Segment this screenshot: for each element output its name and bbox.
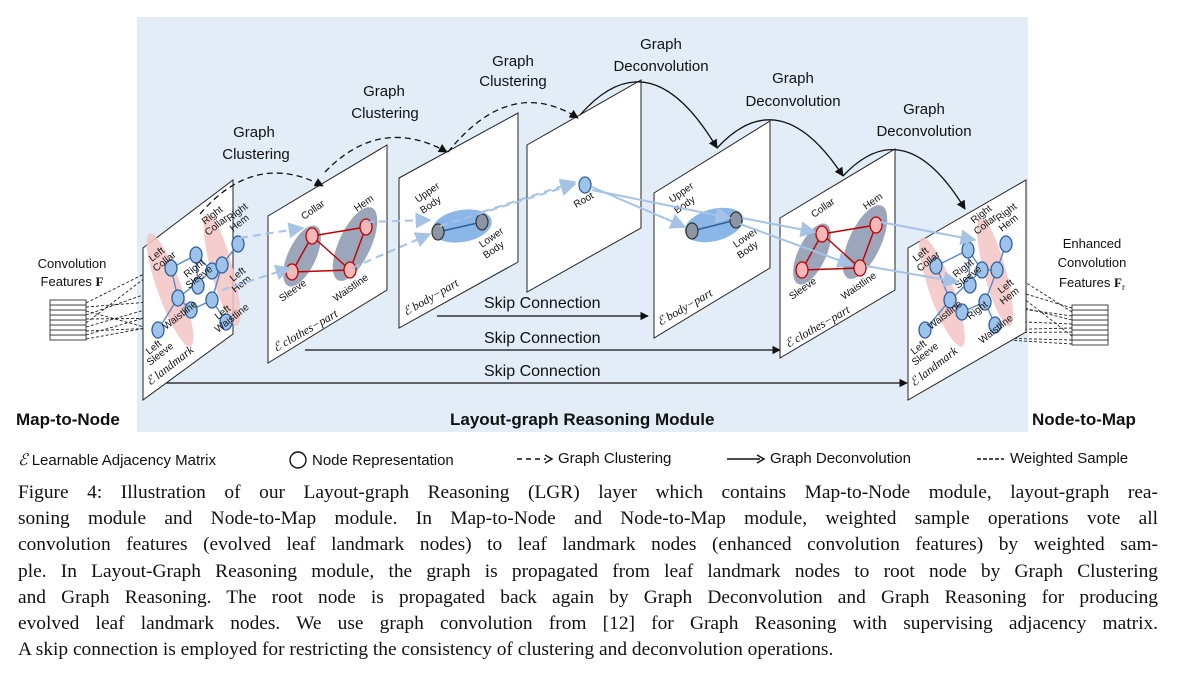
svg-text:Clustering: Clustering — [222, 146, 290, 163]
skip-connection-label-3: Skip Connection — [484, 363, 601, 380]
svg-text:Clustering: Clustering — [479, 73, 547, 90]
propagation-arrows — [221, 178, 977, 291]
svg-text:Graph: Graph — [233, 124, 275, 141]
caption-line-7: A skip connection is employed for restri… — [18, 639, 834, 661]
panel-root: Root — [526, 79, 642, 293]
enh-features-line2: Convolution — [1058, 255, 1127, 270]
panel-landmark-left: Left Collar Right Collar Right Hem Right… — [142, 178, 253, 401]
svg-text:Deconvolution: Deconvolution — [613, 58, 708, 75]
caption-line-3: convolution features (evolved leaf landm… — [18, 534, 1158, 556]
svg-text:Graph: Graph — [363, 83, 405, 100]
figure-caption: Figure 4: Illustration of our Layout-gra… — [18, 480, 1158, 663]
legend-deconvolution: Graph Deconvolution — [726, 450, 911, 467]
dashed-arrow-icon — [517, 453, 554, 464]
skip-connection-label-2: Skip Connection — [484, 330, 601, 347]
legend-node: Node Representation — [288, 450, 454, 470]
svg-text:Graph: Graph — [640, 36, 682, 53]
legend-clustering: Graph Clustering — [516, 450, 671, 467]
convolution-features-stack — [49, 299, 87, 341]
caption-line-6: evolved leaf landmark nodes. We use grap… — [18, 613, 1158, 635]
graph-clustering-arcs — [199, 102, 579, 215]
map-to-node-title: Map-to-Node — [16, 410, 120, 429]
caption-line-2: soning module and Node-to-Map module. In… — [18, 508, 1158, 530]
enhanced-features-stack — [1071, 304, 1109, 346]
conv-features-line1: Convolution — [38, 256, 107, 271]
node-circle-icon — [289, 451, 307, 469]
panel-clothes-part-right: Collar Hem Sleeve Waistline ℰ clothes−pa… — [779, 148, 896, 359]
legend-weighted: Weighted Sample — [976, 450, 1128, 467]
lgr-diagram: Map-to-Node Layout-graph Reasoning Modul… — [16, 17, 1136, 432]
solid-arrow-icon — [727, 453, 766, 464]
legend-adjacency: ℰ Learnable Adjacency Matrix — [18, 451, 216, 470]
node-to-map-title: Node-to-Map — [1032, 410, 1136, 429]
operation-labels: Graph Clustering Graph Clustering Graph … — [222, 36, 971, 163]
svg-text:Graph: Graph — [903, 101, 945, 118]
svg-text:Clustering: Clustering — [351, 105, 419, 122]
conv-features-line2: Features F — [41, 274, 104, 289]
enh-features-line1: Enhanced — [1063, 236, 1122, 251]
skip-connections — [165, 311, 908, 388]
panel-landmark-right: Left Collar Right Collar Right Hem Right… — [907, 179, 1027, 401]
reasoning-module-title: Layout-graph Reasoning Module — [450, 410, 714, 429]
caption-line-5: and Graph Reasoning. The root node is pr… — [18, 586, 1158, 608]
graph-deconvolution-arcs — [579, 81, 966, 210]
caption-line-4: ple. In Layout-Graph Reasoning module, t… — [18, 560, 1158, 582]
svg-text:Graph: Graph — [772, 70, 814, 87]
panel-body-part-right: Upper Body Lower Body ℰ body−part — [653, 120, 771, 339]
svg-text:Graph: Graph — [492, 53, 534, 70]
caption-line-1: Figure 4: Illustration of our Layout-gra… — [18, 482, 1158, 503]
legend: ℰ Learnable Adjacency Matrix Node Repres… — [18, 450, 1168, 472]
skip-connection-label-1: Skip Connection — [484, 295, 601, 312]
svg-text:Deconvolution: Deconvolution — [745, 93, 840, 110]
svg-text:Deconvolution: Deconvolution — [876, 123, 971, 140]
enh-features-line3: Features Fr — [1059, 275, 1125, 292]
dashed-line-icon — [977, 457, 1004, 460]
